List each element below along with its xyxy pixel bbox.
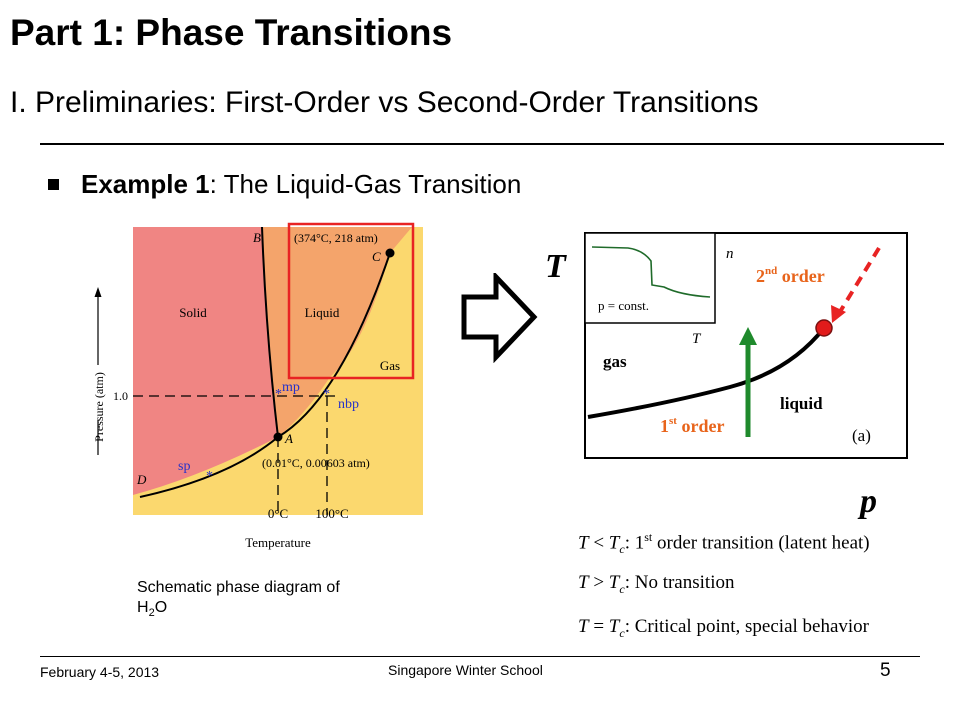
page-number: 5: [880, 660, 891, 681]
liquid-phase-label: liquid: [780, 394, 823, 413]
triple-point-coords: (0.01°C, 0.00603 atm): [262, 456, 370, 470]
critical-point: [385, 248, 395, 258]
pressure-axis-label: Pressure (atm): [92, 372, 106, 442]
density-curve: [591, 246, 711, 298]
vaporization-curve: [277, 252, 391, 438]
tick-0c: 0°C: [268, 506, 288, 521]
schematic-frame: [584, 232, 908, 459]
caption-line-1: Schematic phase diagram of: [137, 579, 340, 596]
slide-subtitle: I. Preliminaries: First-Order vs Second-…: [10, 86, 759, 119]
water-phase-diagram: * * * Pressure (atm) 1.0 Temperature 0°C…: [92, 222, 423, 550]
gas-label: Gas: [380, 358, 400, 373]
panel-label: (a): [852, 426, 871, 445]
critical-point-marker: [815, 319, 833, 337]
caption-line-2: H2O: [137, 599, 168, 620]
second-order-dashed-arrow: [836, 246, 881, 317]
solid-label: Solid: [179, 305, 207, 320]
solid-region: [133, 227, 278, 495]
inset-n-label: n: [726, 246, 734, 262]
sp-label: sp: [178, 459, 190, 474]
t-axis-label: T: [545, 248, 567, 285]
sp-star: *: [206, 469, 213, 484]
gas-phase-label: gas: [603, 352, 627, 371]
nbp-star: *: [323, 387, 330, 402]
hollow-right-arrow-icon: [461, 273, 538, 363]
pressure-arrow-head-icon: [94, 287, 102, 297]
square-bullet-icon: [48, 179, 59, 190]
nbp-label: nbp: [338, 397, 359, 412]
schematic-tp-diagram: p = const. n T T p gas liquid (a) 1st or…: [545, 232, 908, 520]
bullet-example-1: Example 1: The Liquid-Gas Transition: [48, 169, 521, 200]
point-d-label: D: [136, 472, 147, 487]
tick-100c: 100°C: [315, 506, 348, 521]
figure-caption: Schematic phase diagram of H2O: [137, 578, 427, 623]
footer-date: February 4-5, 2013: [40, 664, 160, 680]
inset-t-label: T: [692, 331, 702, 347]
second-order-label: 2nd order: [756, 265, 825, 286]
critical-region-highlight: [287, 222, 415, 380]
condition-below-tc: T < Tc: 1st order transition (latent hea…: [578, 530, 870, 557]
p-axis-label: p: [857, 483, 877, 520]
first-order-label: 1st order: [660, 415, 724, 436]
point-c-label: C: [372, 249, 381, 264]
melting-curve: [261, 226, 279, 438]
mp-star: *: [275, 387, 282, 402]
second-order-arrow-head-icon: [831, 305, 846, 323]
coexistence-line: [587, 326, 826, 419]
bullet-bold: Example 1: [81, 169, 210, 199]
slide-title: Part 1: Phase Transitions: [10, 12, 453, 53]
point-a-label: A: [284, 431, 293, 446]
point-b-label: B: [253, 230, 261, 245]
condition-above-tc: T > Tc: No transition: [578, 572, 735, 596]
mp-label: mp: [282, 380, 300, 395]
triple-point: [273, 432, 283, 442]
green-arrow-head-icon: [739, 327, 757, 345]
liquid-label: Liquid: [305, 305, 340, 320]
inset-note: p = const.: [598, 298, 649, 313]
footer-divider: [40, 656, 920, 657]
title-divider: [40, 143, 944, 145]
condition-at-tc: T = Tc: Critical point, special behavior: [578, 616, 869, 640]
temperature-axis-label: Temperature: [245, 535, 311, 550]
sublimation-curve: [139, 436, 279, 498]
liquid-region: [262, 227, 412, 437]
critical-point-coords: (374°C, 218 atm): [294, 231, 378, 245]
bullet-text: Example 1: The Liquid-Gas Transition: [81, 169, 521, 200]
bullet-rest: : The Liquid-Gas Transition: [209, 169, 522, 199]
footer-school: Singapore Winter School: [388, 662, 543, 678]
pressure-tick-1: 1.0: [113, 389, 128, 403]
